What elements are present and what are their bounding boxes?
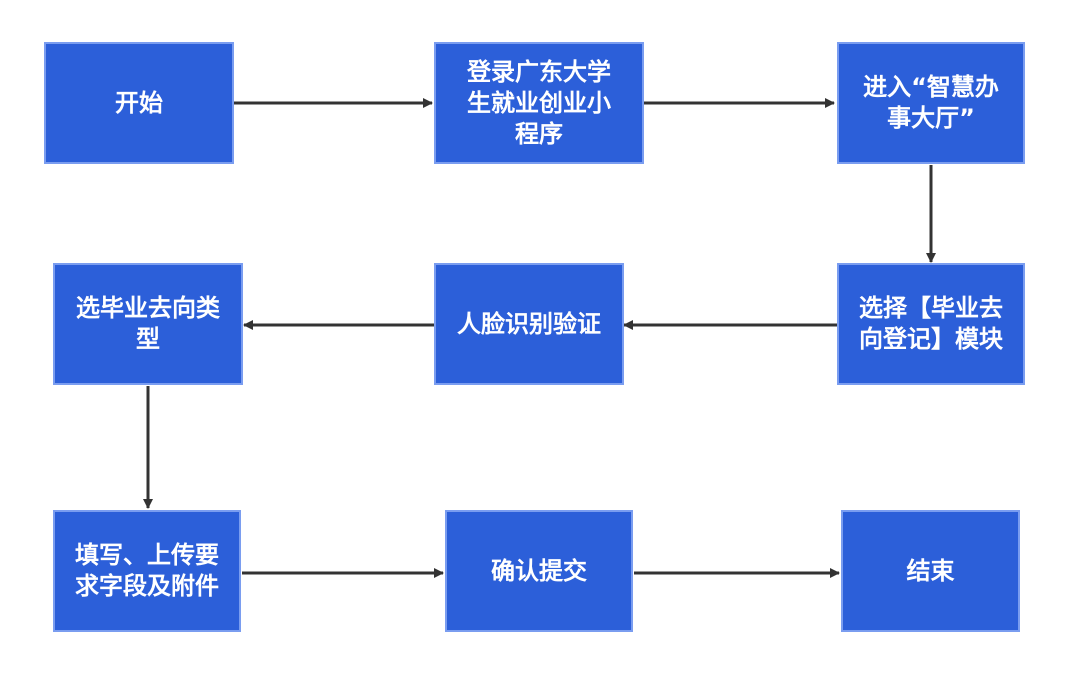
node-login: 登录广东大学生就业创业小程序 (434, 42, 644, 164)
node-face: 人脸识别验证 (434, 263, 624, 385)
node-confirm: 确认提交 (445, 510, 633, 632)
node-type-label: 选毕业去向类型 (76, 294, 220, 353)
node-confirm-label: 确认提交 (491, 556, 587, 585)
node-module: 选择【毕业去向登记】模块 (837, 263, 1025, 385)
node-login-label: 登录广东大学生就业创业小程序 (467, 57, 611, 148)
node-hall: 进入“智慧办事大厅” (837, 42, 1025, 164)
node-hall-label: 进入“智慧办事大厅” (863, 73, 999, 132)
node-start-label: 开始 (115, 88, 163, 117)
node-end-label: 结束 (906, 556, 955, 585)
node-end: 结束 (841, 510, 1020, 632)
node-face-label: 人脸识别验证 (457, 309, 601, 338)
node-fill-label: 填写、上传要求字段及附件 (75, 541, 219, 600)
node-module-label: 选择【毕业去向登记】模块 (859, 294, 1003, 353)
node-fill: 填写、上传要求字段及附件 (53, 510, 241, 632)
node-start: 开始 (44, 42, 234, 164)
node-type: 选毕业去向类型 (53, 263, 243, 385)
